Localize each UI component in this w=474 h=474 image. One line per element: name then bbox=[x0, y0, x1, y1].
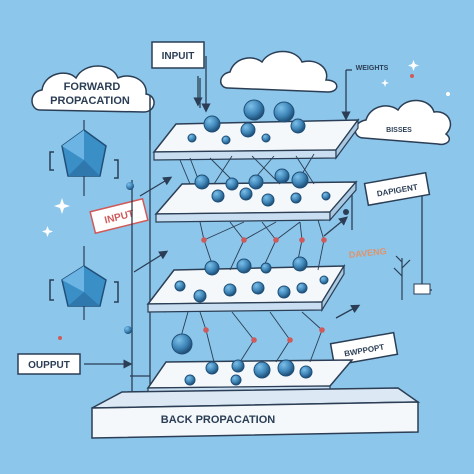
dapigent-label: DAPIGENT bbox=[363, 171, 431, 207]
weights-label: WEIGHTS bbox=[356, 65, 389, 72]
mid-nodes-red bbox=[201, 237, 327, 343]
small-tag bbox=[413, 283, 431, 295]
layer-3-nodes bbox=[174, 256, 329, 303]
layer-1-platform bbox=[152, 118, 360, 161]
forward-label: FORWARD bbox=[64, 81, 121, 93]
forward-label-line2: PROPACATION bbox=[50, 95, 130, 107]
layer-2-nodes bbox=[194, 168, 331, 207]
layer-1-nodes bbox=[187, 99, 306, 145]
daveng-label: DAVENG bbox=[348, 246, 387, 260]
layer-2-platform bbox=[154, 180, 358, 223]
bwppopt-label: BWPPOPT bbox=[329, 331, 399, 367]
sprig-icon bbox=[393, 255, 411, 300]
cloud-weights bbox=[220, 50, 338, 93]
layer-4-nodes bbox=[171, 333, 313, 386]
back-propagation-label: BACK PROPACATION bbox=[161, 414, 276, 426]
cloud-forward bbox=[31, 65, 155, 113]
brackets bbox=[49, 151, 119, 303]
input-side-label: INPUT bbox=[89, 197, 149, 235]
svg-text:OUPPUT: OUPPUT bbox=[28, 360, 70, 371]
svg-text:INPUIT: INPUIT bbox=[162, 51, 195, 62]
cloud-biases bbox=[354, 99, 452, 146]
gem-icon-bottom bbox=[61, 246, 107, 320]
base-platform bbox=[91, 387, 421, 439]
gem-icon-top bbox=[61, 120, 107, 196]
biases-label: BISSES bbox=[386, 127, 412, 134]
output-label: OUPPUT bbox=[17, 353, 81, 375]
input-top-label: INPUIT bbox=[151, 41, 205, 69]
sparkles bbox=[42, 60, 419, 237]
